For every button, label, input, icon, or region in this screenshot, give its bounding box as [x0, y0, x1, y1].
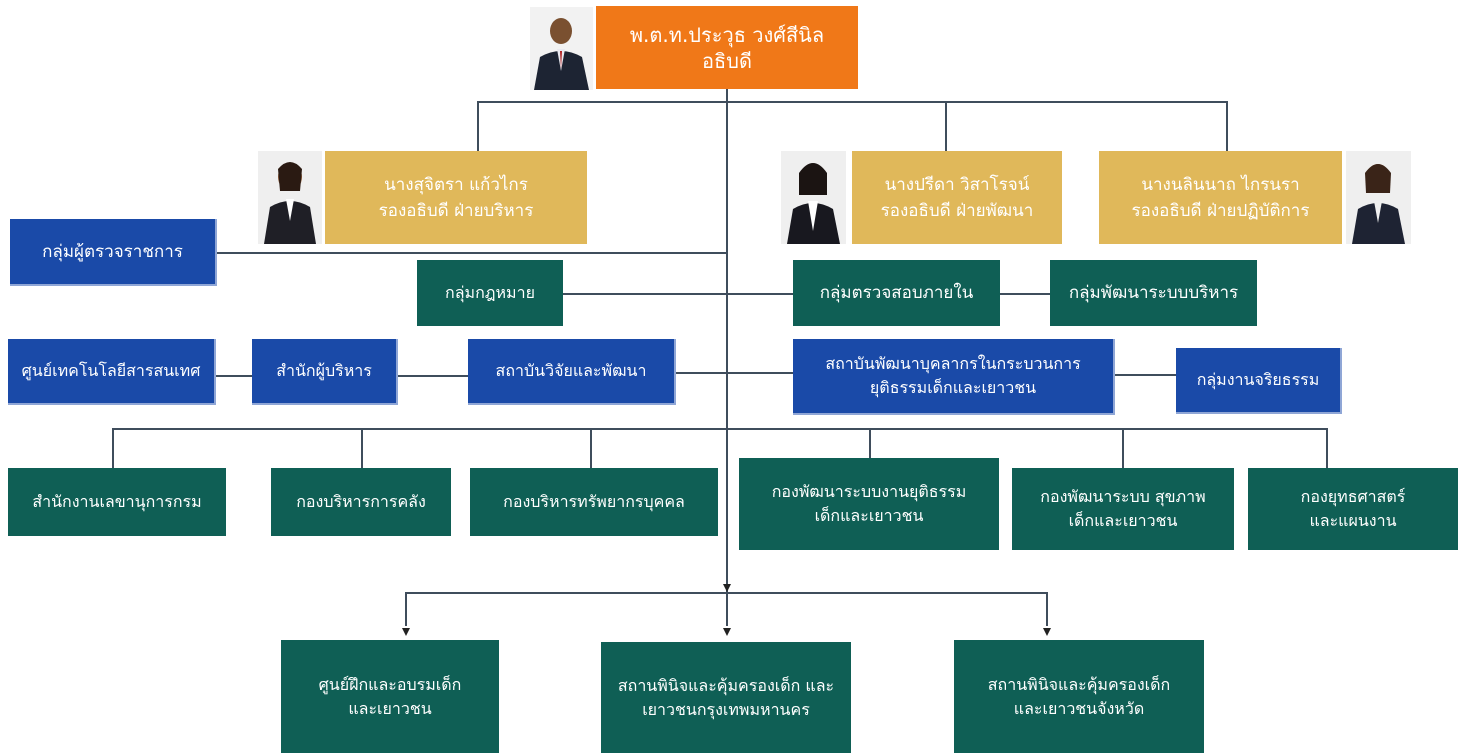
- deputy-1-title: รองอธิบดี ฝ่ายบริหาร: [378, 200, 534, 221]
- unit-inspector-group: กลุ่มผู้ตรวจราชการ: [10, 219, 217, 286]
- division-strategy-planning: กองยุทธศาสตร์ และแผนงาน: [1248, 468, 1458, 550]
- connector-div6-v: [1326, 428, 1328, 468]
- field-training-center: ศูนย์ฝึกและอบรมเด็ก และเยาวชน: [281, 640, 499, 753]
- unit-legal-group: กลุ่มกฎหมาย: [417, 260, 563, 326]
- deputy-3-photo: [1346, 151, 1411, 244]
- unit-label: กลุ่มพัฒนาระบบบริหาร: [1068, 283, 1239, 303]
- unit-label: กลุ่มกฎหมาย: [445, 283, 535, 302]
- connector-field2-v: [726, 592, 728, 626]
- deputy-2-photo: [781, 151, 846, 244]
- deputy-1-name: นางสุจิตรา แก้วไกร: [384, 174, 528, 195]
- unit-label: สำนักผู้บริหาร: [276, 361, 372, 380]
- division-justice-system-dev: กองพัฒนาระบบงานยุติธรรม เด็กและเยาวชน: [739, 458, 999, 550]
- connector-field3-v: [1046, 592, 1048, 626]
- unit-ethics-group: กลุ่มงานจริยธรรม: [1176, 348, 1342, 414]
- field-unit-label: สถานพินิจและคุ้มครองเด็ก และเยาวชนจังหวั…: [987, 674, 1171, 718]
- unit-executive-office: สำนักผู้บริหาร: [252, 339, 398, 405]
- unit-label: สถาบันพัฒนาบุคลากรในกระบวนการ ยุติธรรมเด…: [825, 354, 1081, 397]
- deputy-1-photo: [258, 151, 322, 244]
- connector-div3-v: [590, 428, 592, 468]
- deputy-3-name: นางนลินนาถ ไกรนรา: [1141, 174, 1300, 195]
- connector-audit-admin-h: [1000, 293, 1050, 295]
- field-unit-label: สถานพินิจและคุ้มครองเด็ก และเยาวชนกรุงเท…: [617, 675, 835, 719]
- director-photo: [530, 7, 593, 90]
- connector-research-hr-h: [673, 372, 794, 374]
- connector-exec-research-h: [398, 375, 468, 377]
- director-name: พ.ต.ท.ประวุธ วงศ์สีนิล: [629, 22, 825, 47]
- division-human-resources: กองบริหารทรัพยากรบุคคล: [470, 468, 718, 536]
- field-unit-label: ศูนย์ฝึกและอบรมเด็ก และเยาวชน: [318, 674, 462, 718]
- division-label: กองยุทธศาสตร์ และแผนงาน: [1300, 487, 1406, 530]
- arrow-down-icon: [723, 628, 731, 636]
- connector-field1-v: [405, 592, 407, 626]
- connector-div2-v: [361, 428, 363, 468]
- field-observation-province: สถานพินิจและคุ้มครองเด็ก และเยาวชนจังหวั…: [954, 640, 1204, 753]
- connector-inspector-h: [216, 252, 727, 254]
- division-label: กองพัฒนาระบบ สุขภาพเด็กและเยาวชน: [1040, 487, 1206, 530]
- unit-label: กลุ่มตรวจสอบภายใน: [819, 283, 974, 303]
- deputy-2-box: นางปรีดา วิสาโรจน์ รองอธิบดี ฝ่ายพัฒนา: [852, 151, 1062, 244]
- division-label: กองบริหารการคลัง: [296, 492, 426, 511]
- unit-hr-institute: สถาบันพัฒนาบุคลากรในกระบวนการ ยุติธรรมเด…: [793, 339, 1115, 415]
- unit-ict-center: ศูนย์เทคโนโลยีสารสนเทศ: [8, 339, 216, 405]
- connector-deputy1-v: [477, 101, 479, 152]
- connector-ict-exec-h: [216, 375, 252, 377]
- deputy-3-title: รองอธิบดี ฝ่ายปฏิบัติการ: [1131, 200, 1310, 221]
- connector-deputies-h: [477, 101, 1228, 103]
- connector-legal-audit-h: [563, 293, 793, 295]
- unit-research-institute: สถาบันวิจัยและพัฒนา: [468, 339, 676, 405]
- arrow-down-icon: [1043, 628, 1051, 636]
- unit-admin-dev-group: กลุ่มพัฒนาระบบบริหาร: [1050, 260, 1257, 326]
- connector-div5-v: [1122, 428, 1124, 468]
- connector-divisions-h: [112, 428, 1328, 430]
- connector-div1-v: [112, 428, 114, 468]
- director-box: พ.ต.ท.ประวุธ วงศ์สีนิล อธิบดี: [596, 6, 858, 89]
- unit-label: สถาบันวิจัยและพัฒนา: [495, 361, 647, 380]
- division-finance: กองบริหารการคลัง: [271, 468, 451, 536]
- arrow-down-icon: [402, 628, 410, 636]
- connector-deputy3-v: [1226, 101, 1228, 152]
- unit-label: กลุ่มงานจริยธรรม: [1196, 370, 1320, 389]
- connector-trunk: [726, 88, 728, 592]
- director-title: อธิบดี: [702, 48, 752, 73]
- connector-div4-v: [869, 428, 871, 458]
- deputy-2-name: นางปรีดา วิสาโรจน์: [884, 174, 1030, 195]
- connector-hr-ethics-h: [1115, 374, 1176, 376]
- unit-label: ศูนย์เทคโนโลยีสารสนเทศ: [21, 361, 201, 380]
- division-secretariat: สำนักงานเลขานุการกรม: [8, 468, 226, 536]
- unit-label: กลุ่มผู้ตรวจราชการ: [42, 241, 183, 262]
- division-label: สำนักงานเลขานุการกรม: [32, 492, 202, 511]
- deputy-2-title: รองอธิบดี ฝ่ายพัฒนา: [880, 200, 1034, 221]
- unit-internal-audit: กลุ่มตรวจสอบภายใน: [793, 260, 1000, 326]
- division-health-system-dev: กองพัฒนาระบบ สุขภาพเด็กและเยาวชน: [1012, 468, 1234, 550]
- connector-deputy2-v: [945, 101, 947, 152]
- division-label: กองบริหารทรัพยากรบุคคล: [503, 492, 685, 511]
- deputy-3-box: นางนลินนาถ ไกรนรา รองอธิบดี ฝ่ายปฏิบัติก…: [1099, 151, 1342, 244]
- division-label: กองพัฒนาระบบงานยุติธรรม เด็กและเยาวชน: [771, 482, 967, 525]
- field-observation-bangkok: สถานพินิจและคุ้มครองเด็ก และเยาวชนกรุงเท…: [601, 642, 851, 753]
- arrow-down-icon: [723, 584, 731, 592]
- deputy-1-box: นางสุจิตรา แก้วไกร รองอธิบดี ฝ่ายบริหาร: [325, 151, 587, 244]
